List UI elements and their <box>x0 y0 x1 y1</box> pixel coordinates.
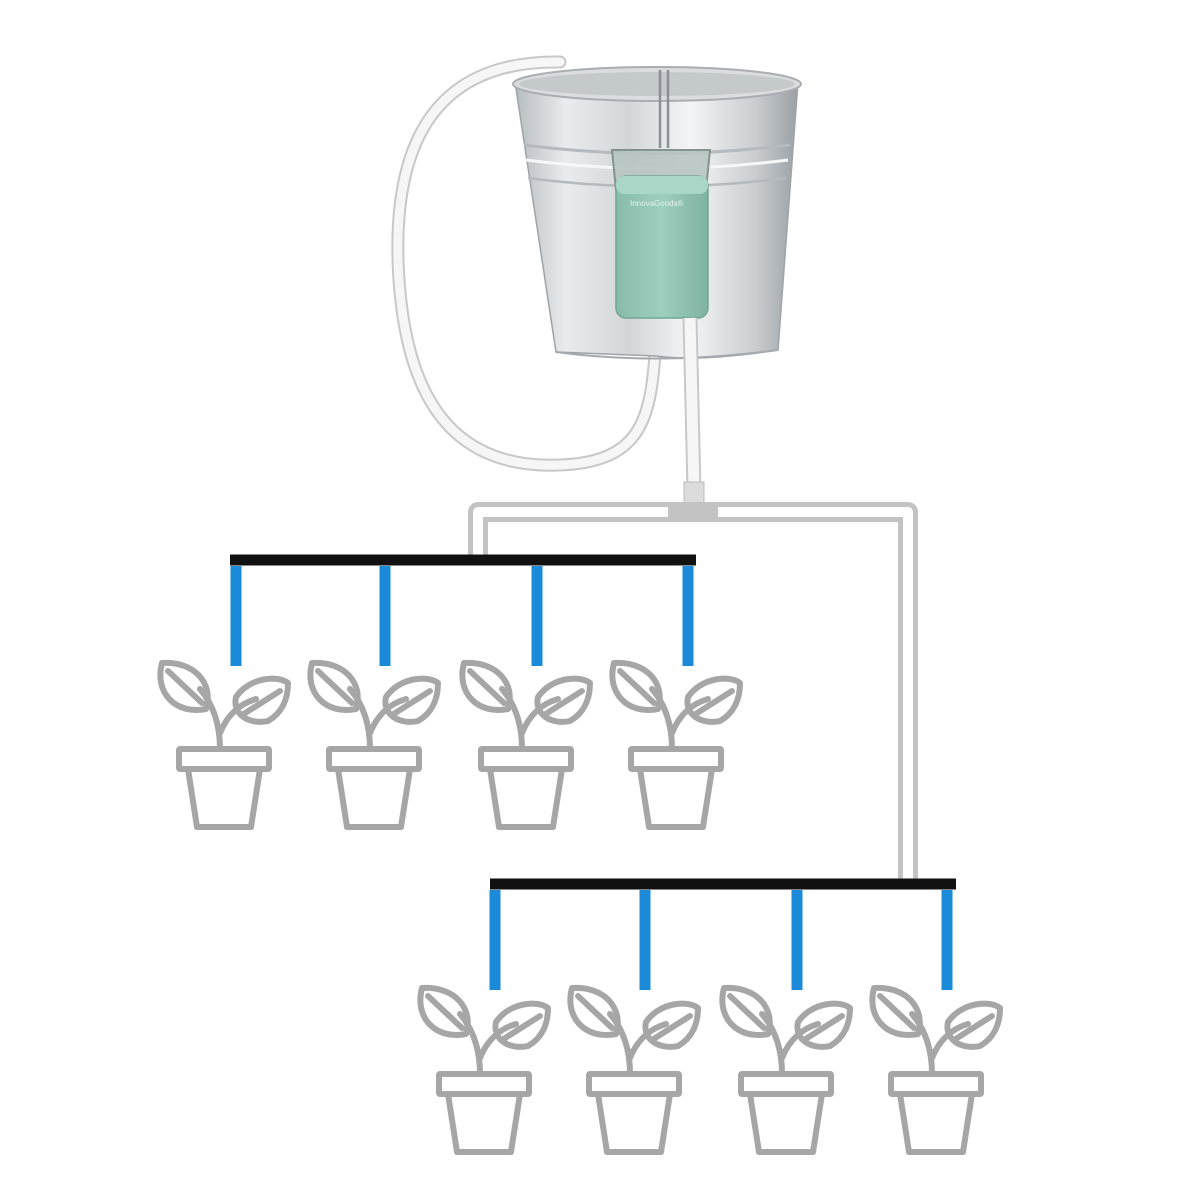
potted-plant-icon <box>722 988 850 1152</box>
potted-plant-icon <box>570 988 698 1152</box>
potted-plant-icon <box>612 663 740 827</box>
pump-device-icon: InnovaGoods® <box>610 70 712 319</box>
lower-plants <box>420 988 1000 1152</box>
potted-plant-icon <box>310 663 438 827</box>
potted-plant-icon <box>160 663 288 827</box>
outlet-hose <box>682 317 705 505</box>
potted-plant-icon <box>420 988 548 1152</box>
potted-plant-icon <box>462 663 590 827</box>
upper-drippers <box>230 566 694 666</box>
upper-plants <box>160 663 740 827</box>
intake-hose <box>391 55 667 472</box>
lower-drippers <box>489 890 953 990</box>
pump-brand-label: InnovaGoods® <box>630 199 684 208</box>
distribution-pipes <box>468 502 918 880</box>
potted-plant-icon <box>872 988 1000 1152</box>
